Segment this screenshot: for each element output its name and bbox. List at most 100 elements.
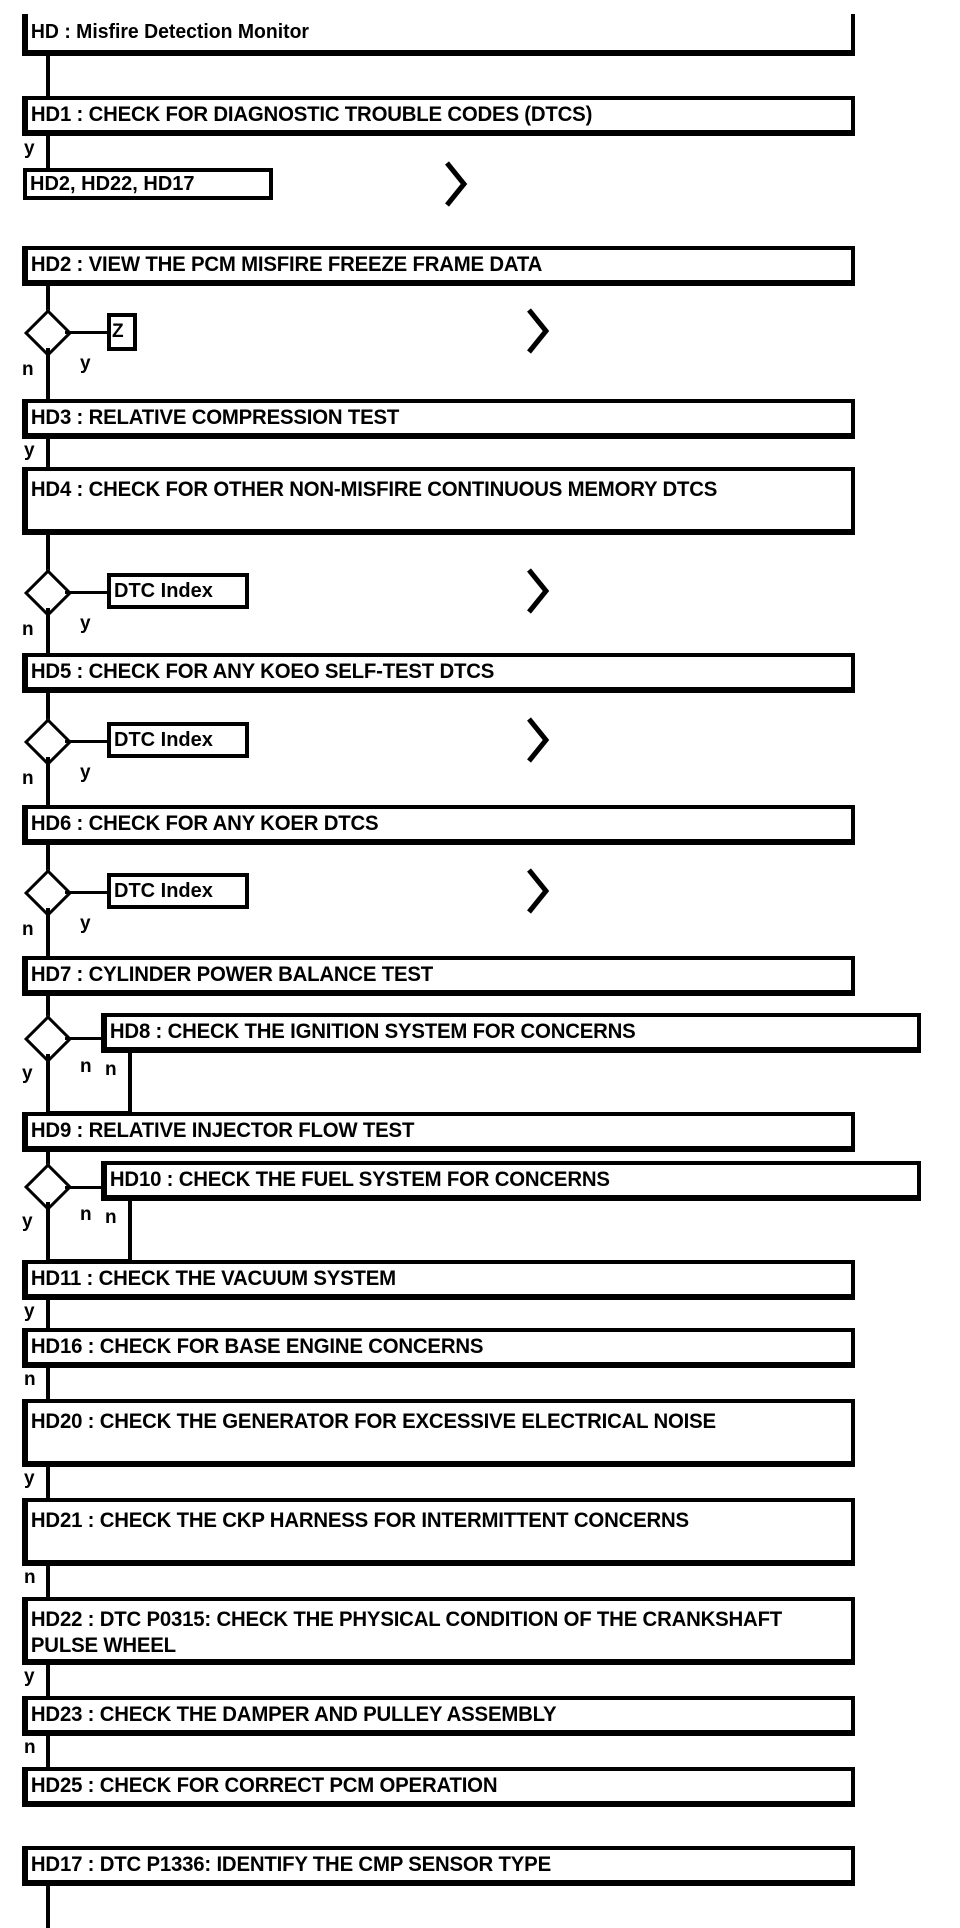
node-hd11-label: HD11 : CHECK THE VACUUM SYSTEM — [30, 1267, 396, 1290]
node-hd9-label: HD9 : RELATIVE INJECTOR FLOW TEST — [30, 1119, 415, 1142]
offpage-connector-3-icon — [524, 565, 552, 617]
branch-label-hd6-yes: y — [80, 913, 91, 934]
node-hd17[interactable]: HD17 : DTC P1336: IDENTIFY THE CMP SENSO… — [22, 1846, 855, 1886]
offpage-connector-1-icon — [442, 158, 470, 210]
ref-hd2-hd22-hd17[interactable]: HD2, HD22, HD17 — [23, 168, 273, 200]
connector-hd1-to-ref1 — [46, 136, 50, 171]
node-hd3-label: HD3 : RELATIVE COMPRESSION TEST — [30, 406, 400, 429]
ref-dtc-index-2[interactable]: DTC Index — [107, 722, 249, 758]
node-hd6-label: HD6 : CHECK FOR ANY KOER DTCS — [30, 812, 379, 835]
connector-hd7-no-to-hd8 — [65, 1037, 115, 1040]
connector-hd6-no-to-hd7 — [46, 908, 50, 958]
node-hd23[interactable]: HD23 : CHECK THE DAMPER AND PULLEY ASSEM… — [22, 1696, 855, 1736]
node-hd2[interactable]: HD2 : VIEW THE PCM MISFIRE FREEZE FRAME … — [22, 246, 855, 286]
node-hd4[interactable]: HD4 : CHECK FOR OTHER NON-MISFIRE CONTIN… — [22, 467, 855, 535]
branch-label-hd5-no: n — [22, 768, 34, 789]
branch-label-hd2-yes: y — [80, 353, 91, 374]
ref-dtc-index-2-label: DTC Index — [114, 729, 213, 751]
connector-title-to-hd1 — [46, 56, 50, 96]
branch-label-hd1-yes: y — [24, 138, 35, 159]
node-hd10[interactable]: HD10 : CHECK THE FUEL SYSTEM FOR CONCERN… — [101, 1161, 921, 1201]
node-hd6[interactable]: HD6 : CHECK FOR ANY KOER DTCS — [22, 805, 855, 845]
node-hd5-label: HD5 : CHECK FOR ANY KOEO SELF-TEST DTCS — [30, 660, 495, 683]
branch-label-hd7-no: n — [80, 1056, 92, 1077]
branch-label-hd4-no: n — [22, 619, 34, 640]
connector-hd9-yes-to-hd11 — [46, 1202, 50, 1262]
ref-dtc-index-1[interactable]: DTC Index — [107, 573, 249, 609]
node-hd1-label: HD1 : CHECK FOR DIAGNOSTIC TROUBLE CODES… — [30, 103, 593, 126]
branch-label-hd9-yes: y — [22, 1211, 33, 1232]
node-hd21[interactable]: HD21 : CHECK THE CKP HARNESS FOR INTERMI… — [22, 1498, 855, 1566]
connector-hd22-to-hd23 — [46, 1665, 50, 1699]
connector-hd11-to-hd16 — [46, 1300, 50, 1332]
ref-dtc-index-3[interactable]: DTC Index — [107, 873, 249, 909]
connector-hd2-no-to-hd3 — [46, 348, 50, 401]
connector-hd4-no-to-hd5 — [46, 608, 50, 655]
branch-label-hd6-no: n — [22, 919, 34, 940]
branch-label-hd20-yes: y — [24, 1468, 35, 1489]
branch-label-hd2-no: n — [22, 359, 34, 380]
node-hd16-label: HD16 : CHECK FOR BASE ENGINE CONCERNS — [30, 1335, 484, 1358]
node-hd11[interactable]: HD11 : CHECK THE VACUUM SYSTEM — [22, 1260, 855, 1300]
connector-hd21-to-hd22 — [46, 1566, 50, 1600]
branch-label-hd5-yes: y — [80, 762, 91, 783]
branch-label-hd23-no: n — [24, 1737, 36, 1758]
branch-label-hd11-yes: y — [24, 1301, 35, 1322]
branch-label-hd4-yes: y — [80, 613, 91, 634]
ref-hd2-hd22-hd17-label: HD2, HD22, HD17 — [30, 173, 195, 195]
branch-label-hd21-no: n — [24, 1567, 36, 1588]
node-hd-title[interactable]: HD : Misfire Detection Monitor — [22, 14, 855, 56]
node-hd22-label: HD22 : DTC P0315: CHECK THE PHYSICAL CON… — [30, 1608, 783, 1657]
node-hd8[interactable]: HD8 : CHECK THE IGNITION SYSTEM FOR CONC… — [101, 1013, 921, 1053]
ref-z-label: Z — [112, 321, 124, 342]
node-hd8-label: HD8 : CHECK THE IGNITION SYSTEM FOR CONC… — [109, 1020, 636, 1043]
node-hd20-label: HD20 : CHECK THE GENERATOR FOR EXCESSIVE… — [30, 1410, 716, 1433]
node-hd22[interactable]: HD22 : DTC P0315: CHECK THE PHYSICAL CON… — [22, 1597, 855, 1665]
node-hd21-label: HD21 : CHECK THE CKP HARNESS FOR INTERMI… — [30, 1509, 689, 1532]
connector-hd2-to-decision — [46, 286, 50, 316]
node-hd7[interactable]: HD7 : CYLINDER POWER BALANCE TEST — [22, 956, 855, 996]
offpage-connector-4-icon — [524, 714, 552, 766]
node-hd20[interactable]: HD20 : CHECK THE GENERATOR FOR EXCESSIVE… — [22, 1399, 855, 1467]
node-hd17-label: HD17 : DTC P1336: IDENTIFY THE CMP SENSO… — [30, 1853, 551, 1876]
offpage-connector-5-icon — [524, 865, 552, 917]
branch-label-hd10-no: n — [105, 1207, 117, 1228]
node-hd10-label: HD10 : CHECK THE FUEL SYSTEM FOR CONCERN… — [109, 1168, 610, 1191]
node-hd3[interactable]: HD3 : RELATIVE COMPRESSION TEST — [22, 399, 855, 439]
node-hd-title-label: HD : Misfire Detection Monitor — [30, 21, 309, 43]
node-hd4-label: HD4 : CHECK FOR OTHER NON-MISFIRE CONTIN… — [30, 478, 718, 501]
connector-hd4-to-decision — [46, 535, 50, 579]
node-hd5[interactable]: HD5 : CHECK FOR ANY KOEO SELF-TEST DTCS — [22, 653, 855, 693]
node-hd25-label: HD25 : CHECK FOR CORRECT PCM OPERATION — [30, 1774, 498, 1797]
node-hd25[interactable]: HD25 : CHECK FOR CORRECT PCM OPERATION — [22, 1767, 855, 1807]
connector-hd9-no-to-hd10 — [65, 1186, 115, 1189]
branch-label-hd9-no: n — [80, 1204, 92, 1225]
node-hd2-label: HD2 : VIEW THE PCM MISFIRE FREEZE FRAME … — [30, 253, 543, 276]
node-hd23-label: HD23 : CHECK THE DAMPER AND PULLEY ASSEM… — [30, 1703, 557, 1726]
branch-label-hd22-yes: y — [24, 1666, 35, 1687]
connector-hd6-to-decision — [46, 845, 50, 889]
connector-hd7-yes-to-hd9 — [46, 1054, 50, 1114]
ref-dtc-index-3-label: DTC Index — [114, 880, 213, 902]
branch-label-hd16-no: n — [24, 1369, 36, 1390]
ref-z[interactable]: Z — [107, 313, 137, 351]
connector-hd5-no-to-hd6 — [46, 757, 50, 807]
connector-hd17-down — [46, 1886, 50, 1928]
node-hd1[interactable]: HD1 : CHECK FOR DIAGNOSTIC TROUBLE CODES… — [22, 96, 855, 136]
branch-label-hd8-no: n — [105, 1059, 117, 1080]
connector-hd23-to-hd25 — [46, 1736, 50, 1770]
node-hd16[interactable]: HD16 : CHECK FOR BASE ENGINE CONCERNS — [22, 1328, 855, 1368]
node-hd9[interactable]: HD9 : RELATIVE INJECTOR FLOW TEST — [22, 1112, 855, 1152]
connector-hd4-yes-to-dtcindex1 — [65, 591, 110, 594]
connector-hd2-yes-to-z — [65, 331, 110, 334]
branch-label-hd7-yes: y — [22, 1063, 33, 1084]
connector-hd6-yes-to-dtcindex3 — [65, 891, 110, 894]
ref-dtc-index-1-label: DTC Index — [114, 580, 213, 602]
connector-hd5-to-decision — [46, 693, 50, 737]
connector-hd3-to-hd4 — [46, 439, 50, 470]
connector-hd5-yes-to-dtcindex2 — [65, 740, 110, 743]
connector-hd10-no-down — [128, 1201, 132, 1262]
connector-hd20-to-hd21 — [46, 1467, 50, 1501]
offpage-connector-2-icon — [524, 305, 552, 357]
